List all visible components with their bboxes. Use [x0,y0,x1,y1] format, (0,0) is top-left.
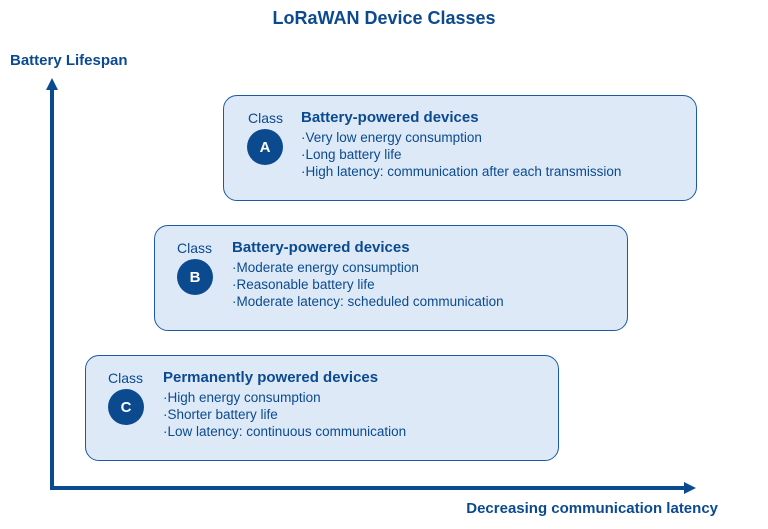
class-b-points: Moderate energy consumption Reasonable b… [232,259,504,310]
list-item: Reasonable battery life [232,276,504,293]
class-b-card: Class B Battery-powered devices Moderate… [154,225,628,331]
class-c-label: Class [108,370,144,386]
class-b-label: Class [177,240,213,256]
list-item: Long battery life [301,146,621,163]
diagram-title: LoRaWAN Device Classes [272,8,496,28]
class-a-card: Class A Battery-powered devices Very low… [223,95,697,201]
class-c-card: Class C Permanently powered devices High… [85,355,559,461]
class-b-badge: B [177,259,213,295]
list-item: Low latency: continuous communication [163,423,407,440]
y-axis-label: Battery Lifespan [10,52,128,69]
x-axis-label: Decreasing communication latency [466,500,718,517]
x-axis-arrowhead [684,482,696,494]
class-c-heading: Permanently powered devices [163,369,379,386]
list-item: Shorter battery life [163,406,406,423]
class-a-points: Very low energy consumption Long battery… [301,129,622,180]
list-item: Moderate energy consumption [232,259,504,276]
class-b-heading: Battery-powered devices [232,239,410,256]
list-item: High latency: communication after each t… [301,163,622,180]
y-axis-arrowhead [46,78,58,90]
class-c-badge: C [108,389,144,425]
class-a-heading: Battery-powered devices [301,109,479,126]
list-item: Moderate latency: scheduled communicatio… [232,293,504,310]
class-a-label: Class [248,110,284,126]
list-item: High energy consumption [163,389,406,406]
list-item: Very low energy consumption [301,129,621,146]
class-a-badge: A [247,129,283,165]
class-c-points: High energy consumption Shorter battery … [163,389,407,440]
